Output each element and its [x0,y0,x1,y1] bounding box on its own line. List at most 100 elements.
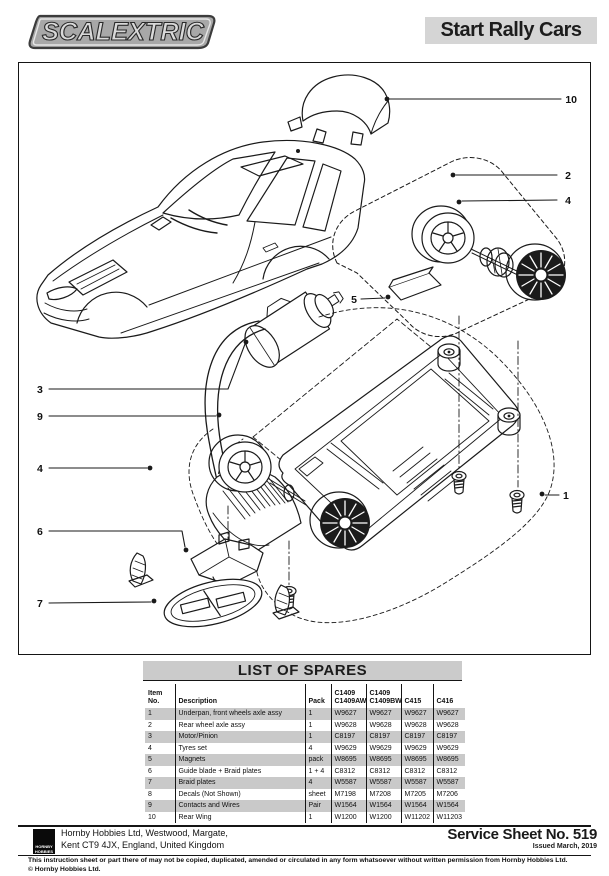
cell-description: Braid plates [174,777,305,789]
service-sheet-number: Service Sheet No. 519 [447,826,597,843]
braid-plate-part [163,578,300,628]
spares-table-body: 1 Underpan, front wheels axle assy 1 W96… [145,708,465,823]
issued-date: Issued March, 2019 [532,843,597,850]
cell-code-c1409bw: W9627 [365,708,401,720]
callout-4-front: 4 [37,463,43,475]
table-row: 2 Rear wheel axle assy 1 W9628 W9628 W96… [145,719,465,731]
callout-3: 3 [37,384,43,396]
hornby-hobbies-logo: HORNBY HOBBIES [33,829,55,854]
cell-code-c416: C8312 [432,765,465,777]
cell-code-c416: W9628 [432,719,465,731]
cell-pack: 1 [304,708,331,720]
cell-code-c416: W8695 [432,754,465,766]
cell-code-c1409bw: W9629 [365,742,401,754]
callout-leaders [48,96,562,604]
cell-pack: sheet [304,788,331,800]
cell-item-no: 3 [148,733,152,741]
hornby-logo-line1: HORNBY [35,844,53,849]
col-c415: C415 [400,684,433,708]
diagram-svg: 10 2 4 5 3 9 4 6 7 1 [36,74,577,628]
cell-code-c1409aw: W1564 [330,800,366,812]
cell-pack: pack [304,754,331,766]
cell-code-c1409aw: M7198 [330,788,366,800]
callout-1: 1 [563,490,569,502]
sheet-title-box: Start Rally Cars [425,17,597,44]
spares-header-row: Item No. Description Pack C1409 C1409AW … [145,684,465,708]
callout-2: 2 [565,170,571,182]
spares-table: Item No. Description Pack C1409 C1409AW … [145,684,465,823]
cell-code-c1409bw: W1564 [365,800,401,812]
cell-code-c1409bw: M7208 [365,788,401,800]
cell-code-c1409aw: C8312 [330,765,366,777]
scalextric-logo-art: SCALEXTRIC [28,14,216,50]
cell-item-no: 5 [148,756,152,764]
cell-code-c1409aw: W8695 [330,754,366,766]
hornby-logo-line2: HOBBIES [34,849,54,854]
cell-pack: 1 [304,731,331,743]
cell-description: Tyres set [174,742,305,754]
screw-icon [451,470,467,495]
cell-pack: 1 + 4 [304,765,331,777]
magnet-part [388,266,442,301]
callout-10: 10 [565,94,577,106]
col-item-no: Item No. [148,690,163,705]
cell-code-c1409aw: W5587 [330,777,366,789]
callout-7: 7 [37,598,43,610]
footer-divider-rule [18,855,591,856]
sheet-title: Start Rally Cars [440,19,582,41]
cell-code-c415: M7205 [400,788,433,800]
cell-code-c416: W5587 [432,777,465,789]
cell-code-c415: C8312 [400,765,433,777]
rear-wing-part [287,74,391,146]
table-row: 4 Tyres set 4 W9629 W9629 W9629 W9629 [145,742,465,754]
cell-code-c416: W1564 [432,800,465,812]
cell-code-c1409bw: W1200 [365,811,401,823]
callout-4-rear: 4 [565,195,571,207]
cell-code-c1409bw: W9628 [365,719,401,731]
cell-code-c415: W9628 [400,719,433,731]
rear-right-wheel [505,243,567,301]
rear-axle-assembly [332,157,567,338]
table-row: 10 Rear Wing 1 W1200 W1200 W11202 W11203 [145,811,465,823]
cell-description: Rear Wing [174,811,305,823]
cell-code-c415: W5587 [400,777,433,789]
table-row: 7 Braid plates 4 W5587 W5587 W5587 W5587 [145,777,465,789]
scalextric-logo: SCALEXTRIC [28,13,218,51]
rear-left-wheel [411,205,475,264]
exploded-diagram: 10 2 4 5 3 9 4 6 7 1 [18,62,591,655]
cell-code-c415: C8197 [400,731,433,743]
cell-description: Motor/Pinion [174,731,305,743]
callout-labels: 10 2 4 5 3 9 4 6 7 1 [37,94,577,610]
col-c1409aw: C1409 C1409AW [330,684,366,708]
cell-code-c1409bw: W8695 [365,754,401,766]
cell-code-c1409bw: C8197 [365,731,401,743]
table-row: 9 Contacts and Wires Pair W1564 W1564 W1… [145,800,465,812]
cell-description: Magnets [174,754,305,766]
cell-code-c415: W1564 [400,800,433,812]
cell-pack: 4 [304,742,331,754]
motor-part [244,291,344,368]
cell-code-c1409bw: W5587 [365,777,401,789]
cell-description: Guide blade + Braid plates [174,765,305,777]
cell-code-c1409aw: W9627 [330,708,366,720]
col-c416: C416 [432,684,465,708]
cell-item-no: 9 [148,802,152,810]
cell-code-c415: W8695 [400,754,433,766]
cell-item-no: 7 [148,779,152,787]
col-description: Description [174,684,305,708]
table-row: 1 Underpan, front wheels axle assy 1 W96… [145,708,465,720]
cell-pack: Pair [304,800,331,812]
company-address: Hornby Hobbies Ltd, Westwood, Margate, K… [61,828,228,851]
col-c1409bw: C1409 C1409BW [365,684,402,708]
col-pack: Pack [304,684,331,708]
cell-code-c1409aw: W9628 [330,719,366,731]
cell-item-no: 8 [148,790,152,798]
screw-icon [509,489,525,514]
car-body-shell [36,139,366,339]
cell-code-c416: W9629 [432,742,465,754]
list-of-spares-heading: LIST OF SPARES [143,661,462,681]
callout-9: 9 [37,411,43,423]
cell-description: Underpan, front wheels axle assy [174,708,305,720]
address-line-2: Kent CT9 4JX, England, United Kingdom [61,839,225,850]
list-of-spares-title: LIST OF SPARES [237,662,368,679]
